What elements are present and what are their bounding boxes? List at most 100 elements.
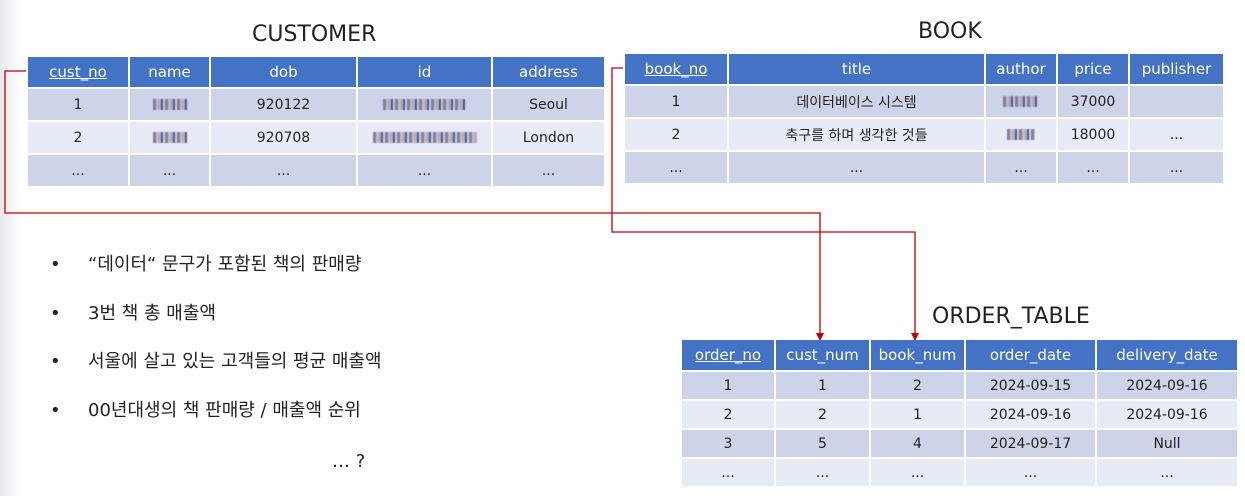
order-header-row: order_no cust_num book_num order_date de… — [682, 340, 1237, 370]
redacted-id-cell — [358, 87, 491, 120]
redacted-mark — [152, 132, 187, 143]
table-cell: ... — [1058, 150, 1128, 183]
question-text: 00년대생의 책 판매량 / 매출액 순위 — [88, 399, 361, 421]
table-row: 1 데이터베이스 시스템 37000 — [625, 84, 1223, 117]
table-cell: 3 — [682, 428, 774, 457]
table-cell: ... — [493, 153, 604, 186]
order-col-order-date: order_date — [966, 340, 1095, 370]
book-col-title: title — [729, 54, 984, 84]
table-cell: 2024-09-15 — [966, 370, 1095, 399]
table-cell: ... — [986, 150, 1056, 183]
redacted-mark — [372, 132, 477, 143]
table-cell — [1130, 84, 1223, 117]
more-questions-ellipsis: … ? — [332, 451, 366, 472]
order-table: order_no cust_num book_num order_date de… — [680, 340, 1239, 486]
table-cell: ... — [871, 457, 964, 486]
table-cell: 데이터베이스 시스템 — [729, 84, 984, 117]
table-cell: 4 — [871, 428, 964, 457]
table-row: ... ... ... ... ... — [28, 153, 604, 186]
table-cell: 축구를 하며 생각한 것들 — [729, 117, 984, 150]
table-cell: 2024-09-16 — [1097, 399, 1237, 428]
table-cell: ... — [1130, 150, 1223, 183]
table-cell: 18000 — [1058, 117, 1128, 150]
question-text: 3번 책 총 매출액 — [88, 302, 216, 324]
book-col-book-no: book_no — [625, 54, 727, 84]
order-col-book-num: book_num — [871, 340, 964, 370]
bullet-dot: • — [50, 302, 61, 324]
customer-header-row: cust_no name dob id address — [28, 57, 604, 87]
bullet-dot: • — [50, 254, 61, 275]
table-row: ... ... ... ... ... — [625, 150, 1223, 183]
book-table: book_no title author price publisher 1 데… — [623, 54, 1225, 183]
table-cell: 1 — [625, 84, 727, 117]
table-cell: 2 — [776, 399, 869, 428]
table-cell: ... — [966, 457, 1095, 486]
table-cell: ... — [682, 457, 774, 486]
question-list: • “데이터“ 문구가 포함된 책의 판매량 • 3번 책 총 매출액 • 서울에 살… — [50, 250, 382, 444]
table-row: 1 1 2 2024-09-15 2024-09-16 — [682, 370, 1237, 399]
order-col-cust-num: cust_num — [776, 340, 869, 370]
table-cell: ... — [211, 153, 356, 186]
order-col-delivery-date: delivery_date — [1097, 340, 1237, 370]
customer-col-dob: dob — [211, 57, 356, 87]
table-cell: 1 — [871, 399, 964, 428]
redacted-mark — [152, 99, 187, 110]
table-cell: 920122 — [211, 87, 356, 120]
bullet-dot: • — [50, 399, 61, 421]
table-cell: Seoul — [493, 87, 604, 120]
customer-col-name: name — [130, 57, 209, 87]
book-to-order-fk-line — [611, 67, 919, 341]
redacted-mark — [382, 99, 467, 110]
customer-col-address: address — [493, 57, 604, 87]
table-cell: ... — [28, 153, 128, 186]
table-row: ... ... ... ... ... — [682, 457, 1237, 486]
table-cell: ... — [1130, 117, 1223, 150]
table-cell: ... — [358, 153, 491, 186]
table-row: 1 920122 Seoul — [28, 87, 604, 120]
customer-table-title: CUSTOMER — [252, 22, 377, 47]
table-cell: 1 — [682, 370, 774, 399]
table-cell: ... — [625, 150, 727, 183]
redacted-author-cell — [986, 84, 1056, 117]
book-col-author: author — [986, 54, 1056, 84]
book-header-row: book_no title author price publisher — [625, 54, 1223, 84]
order-table-title: ORDER_TABLE — [932, 304, 1090, 329]
table-row: 2 920708 London — [28, 120, 604, 153]
table-cell: 1 — [776, 370, 869, 399]
customer-col-cust-no: cust_no — [28, 57, 128, 87]
table-cell: 2 — [871, 370, 964, 399]
redacted-id-cell — [358, 120, 491, 153]
order-col-order-no: order_no — [682, 340, 774, 370]
table-cell: 2 — [625, 117, 727, 150]
bullet-dot: • — [50, 351, 61, 372]
table-cell: ... — [776, 457, 869, 486]
question-text: “데이터“ 문구가 포함된 책의 판매량 — [88, 254, 362, 275]
customer-to-order-fk-line — [4, 70, 824, 341]
list-item: • 서울에 살고 있는 고객들의 평균 매출액 — [50, 347, 382, 396]
customer-table: cust_no name dob id address 1 920122 Seo… — [26, 57, 606, 186]
redacted-name-cell — [130, 120, 209, 153]
book-table-title: BOOK — [918, 19, 982, 44]
table-cell: ... — [130, 153, 209, 186]
list-item: • 00년대생의 책 판매량 / 매출액 순위 — [50, 396, 382, 445]
table-cell: 2024-09-16 — [1097, 370, 1237, 399]
customer-col-id: id — [358, 57, 491, 87]
list-item: • 3번 책 총 매출액 — [50, 299, 382, 348]
redacted-mark — [1007, 129, 1035, 140]
book-col-publisher: publisher — [1130, 54, 1223, 84]
redacted-author-cell — [986, 117, 1056, 150]
table-cell: 1 — [28, 87, 128, 120]
table-cell: London — [493, 120, 604, 153]
table-cell: 37000 — [1058, 84, 1128, 117]
table-cell: ... — [1097, 457, 1237, 486]
table-cell: 2024-09-16 — [966, 399, 1095, 428]
table-row: 3 5 4 2024-09-17 Null — [682, 428, 1237, 457]
table-cell: 2 — [28, 120, 128, 153]
table-cell: 920708 — [211, 120, 356, 153]
book-col-price: price — [1058, 54, 1128, 84]
table-row: 2 2 1 2024-09-16 2024-09-16 — [682, 399, 1237, 428]
redacted-name-cell — [130, 87, 209, 120]
question-text: 서울에 살고 있는 고객들의 평균 매출액 — [88, 351, 382, 372]
table-cell: 2 — [682, 399, 774, 428]
